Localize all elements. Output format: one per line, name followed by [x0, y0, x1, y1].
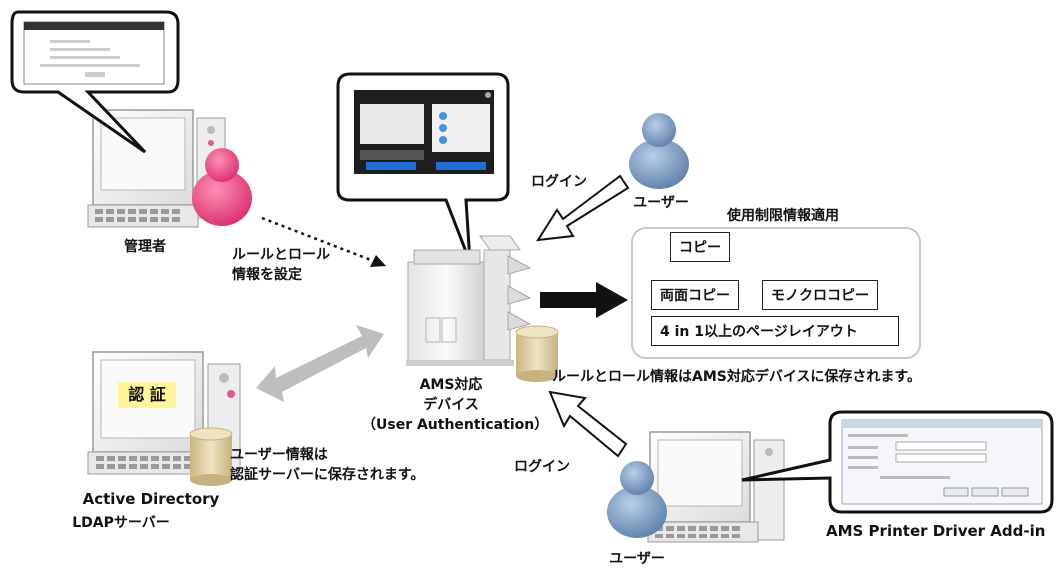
driver-client-computer — [647, 431, 785, 543]
device-database-icon — [515, 325, 559, 382]
login-label-bottom: ログイン — [514, 459, 570, 475]
rules-setting-label-line2: 情報を設定 — [232, 267, 302, 283]
login-arrow-bottom — [548, 390, 628, 458]
device-screen-bubble — [336, 72, 510, 263]
restriction-mono-copy: モノクロコピー — [762, 280, 878, 310]
restriction-duplex-copy: 両面コピー — [651, 280, 739, 310]
device-label-line2: デバイス — [423, 397, 479, 413]
driver-addin-label: AMS Printer Driver Add-in — [826, 522, 1046, 540]
ams-device-printer — [406, 235, 532, 366]
user-info-note-line1: ユーザー情報は — [230, 447, 328, 463]
user-top-icon — [629, 113, 689, 189]
auth-badge: 認 証 — [118, 382, 176, 408]
login-arrow-top — [536, 174, 630, 242]
rules-setting-label-line1: ルールとロール — [232, 247, 330, 263]
login-label-top: ログイン — [531, 174, 587, 190]
device-label-line3: （User Authentication） — [362, 417, 549, 433]
admin-screen-bubble — [10, 10, 180, 154]
usage-restriction-title: 使用制限情報適用 — [727, 208, 839, 224]
user-label-top: ユーザー — [633, 195, 689, 211]
driver-dialog-bubble — [741, 410, 1054, 514]
admin-person-icon — [192, 148, 252, 226]
user-bottom-icon — [607, 461, 667, 538]
active-directory-label: Active Directory — [82, 490, 220, 508]
user-label-bottom: ユーザー — [609, 551, 665, 567]
apply-restrictions-arrow — [540, 282, 628, 318]
device-storage-note: ルールとロール情報はAMS対応デバイスに保存されます。 — [552, 369, 922, 385]
rules-setting-dotted-arrow — [261, 216, 386, 267]
auth-double-arrow — [256, 325, 384, 402]
admin-label: 管理者 — [124, 239, 166, 255]
auth-database-icon — [189, 427, 233, 486]
device-label-line1: AMS対応 — [419, 377, 483, 393]
restriction-copy: コピー — [670, 232, 730, 262]
ldap-server-label: LDAPサーバー — [72, 515, 170, 531]
restriction-layout: 4 in 1以上のページレイアウト — [651, 316, 899, 346]
user-info-note-line2: 認証サーバーに保存されます。 — [230, 467, 425, 483]
